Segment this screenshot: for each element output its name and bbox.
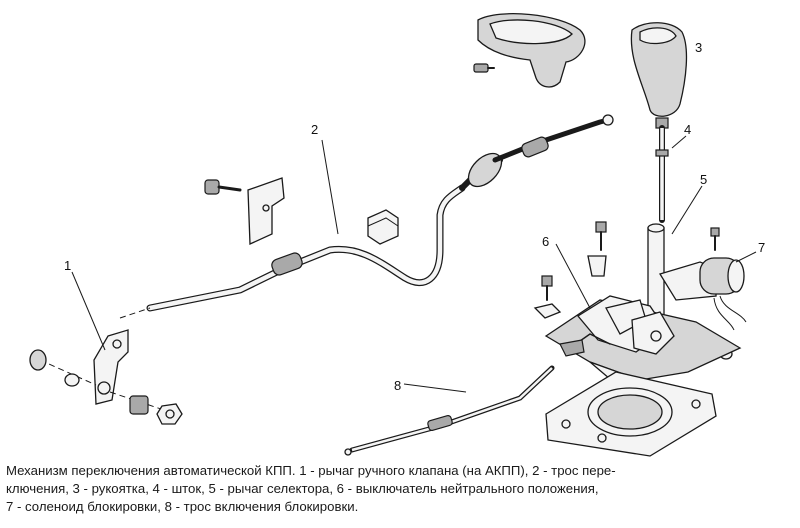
knob-trim-cover [473, 13, 586, 88]
callout-4: 4 [684, 122, 691, 137]
callout-6: 6 [542, 234, 549, 249]
lock-cable [344, 365, 555, 456]
callout-5: 5 [700, 172, 707, 187]
cable-bracket [204, 177, 285, 245]
figure-caption: Механизм переключения автоматической КПП… [6, 462, 796, 524]
cable-clip [367, 209, 399, 245]
callout-7: 7 [758, 240, 765, 255]
mounting-plate [545, 371, 717, 457]
shifter-base-assembly [544, 295, 742, 397]
lock-solenoid [659, 257, 747, 331]
shift-rod [655, 125, 669, 223]
callout-leaders [71, 135, 757, 393]
callout-1: 1 [64, 258, 71, 273]
manual-valve-lever [29, 329, 183, 425]
gear-shift-mechanism-diagram: 1 2 3 4 5 6 7 8 [29, 13, 765, 457]
callout-8: 8 [394, 378, 401, 393]
caption-line-2: ключения, 3 - рукоятка, 4 - шток, 5 - ры… [6, 481, 599, 496]
caption-line-1: Механизм переключения автоматической КПП… [6, 463, 616, 478]
callout-2: 2 [311, 122, 318, 137]
shift-knob [630, 22, 688, 129]
shift-cable [119, 114, 614, 319]
callout-3: 3 [695, 40, 702, 55]
caption-line-3: 7 - соленоид блокировки, 8 - трос включе… [6, 499, 359, 514]
